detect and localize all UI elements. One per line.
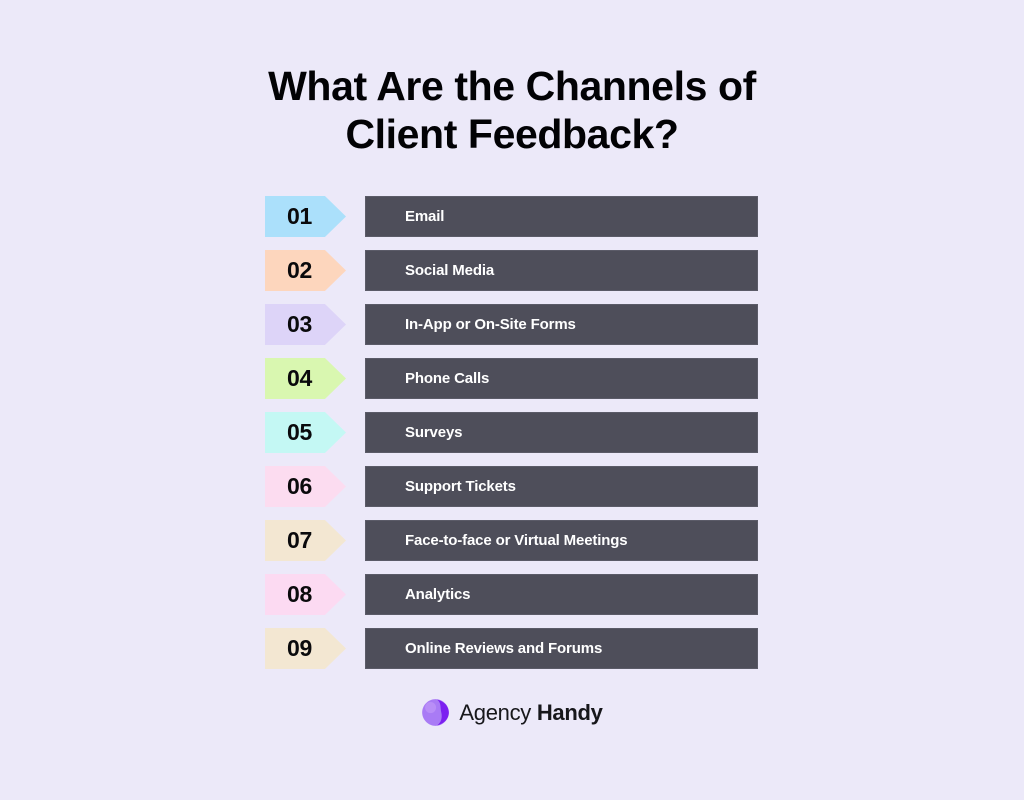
list-item[interactable]: 02 Social Media: [265, 250, 759, 291]
list-item-number-badge: 04: [265, 358, 346, 399]
agency-handy-logo-icon: [422, 699, 450, 726]
list-item-bar[interactable]: Analytics: [365, 574, 758, 615]
list-item-number: 09: [287, 635, 312, 661]
list-item-bar[interactable]: Social Media: [365, 250, 758, 291]
list-item-bar[interactable]: Surveys: [365, 412, 758, 453]
list-item-number: 06: [287, 473, 312, 499]
list-item-number-badge: 09: [265, 628, 346, 669]
list-item-number: 01: [287, 203, 312, 229]
list-item-number: 08: [287, 581, 312, 607]
list-item-label: Online Reviews and Forums: [405, 640, 603, 657]
brand-name-bold: Handy: [536, 699, 603, 725]
brand-footer: Agency Handy: [0, 698, 1024, 727]
list-item-number-badge: 06: [265, 466, 346, 507]
list-item[interactable]: 06 Support Tickets: [265, 466, 759, 507]
list-item-bar[interactable]: Face-to-face or Virtual Meetings: [365, 520, 758, 561]
list-item-bar[interactable]: Support Tickets: [365, 466, 758, 507]
list-item-label: Email: [405, 208, 445, 225]
list-item-label: Support Tickets: [405, 478, 516, 495]
list-item[interactable]: 04 Phone Calls: [265, 358, 759, 399]
list-item-number: 02: [287, 257, 312, 283]
list-item-number-badge: 03: [265, 304, 346, 345]
list-item-number: 03: [287, 311, 312, 337]
page-title-line1: What Are the Channels of: [268, 63, 756, 109]
list-item-number-badge: 05: [265, 412, 346, 453]
list-item[interactable]: 07 Face-to-face or Virtual Meetings: [265, 520, 759, 561]
page-title-line2: Client Feedback?: [345, 111, 679, 158]
list-item-bar[interactable]: Online Reviews and Forums: [365, 628, 758, 669]
list-item-number: 04: [287, 365, 312, 391]
list-item[interactable]: 09 Online Reviews and Forums: [265, 628, 759, 669]
list-item-label: Analytics: [405, 586, 471, 603]
list-item-label: Face-to-face or Virtual Meetings: [405, 532, 628, 549]
list-item[interactable]: 05 Surveys: [265, 412, 759, 453]
brand-name-light: Agency: [459, 699, 532, 725]
list-item-label: Social Media: [405, 262, 495, 279]
list-item-number-badge: 07: [265, 520, 346, 561]
list-item-number: 05: [287, 419, 312, 445]
list-item[interactable]: 08 Analytics: [265, 574, 759, 615]
list-item-number-badge: 08: [265, 574, 346, 615]
list-item-label: Phone Calls: [405, 370, 490, 387]
list-item-label: In-App or On-Site Forms: [405, 316, 576, 333]
list-item-bar[interactable]: Phone Calls: [365, 358, 758, 399]
list-item-number-badge: 01: [265, 196, 346, 237]
list-item-label: Surveys: [405, 424, 463, 441]
list-item-bar[interactable]: In-App or On-Site Forms: [365, 304, 758, 345]
list-item-bar[interactable]: Email: [365, 196, 758, 237]
brand-name: Agency Handy: [459, 699, 603, 725]
list-item[interactable]: 03 In-App or On-Site Forms: [265, 304, 759, 345]
list-item-number-badge: 02: [265, 250, 346, 291]
list-item-number: 07: [287, 527, 312, 553]
channel-list: 01 Email 02 Social Media 03 In-App or On…: [265, 196, 759, 669]
list-item[interactable]: 01 Email: [265, 196, 759, 237]
